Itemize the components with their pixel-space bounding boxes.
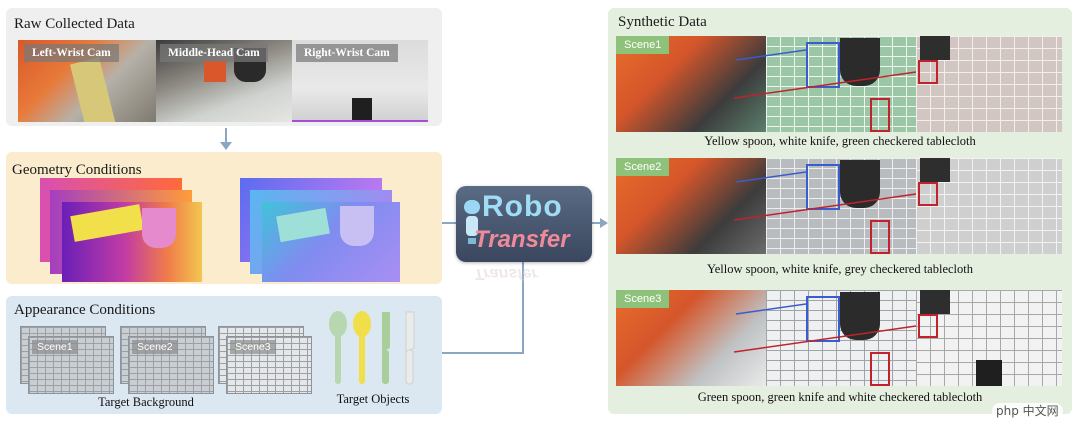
watermark: php 中文网 xyxy=(992,402,1076,420)
scene3-red-arrow xyxy=(733,303,917,353)
arrowhead-down xyxy=(220,142,232,150)
green-knife-icon xyxy=(382,312,390,384)
geometry-panel: Geometry Conditions xyxy=(6,152,442,284)
scene3-red-box xyxy=(870,352,890,386)
arrowhead-right xyxy=(600,218,608,228)
scene2-blue-box xyxy=(806,164,840,210)
scene2-red-box-right xyxy=(918,182,938,206)
scene1-bg-front: Scene1 xyxy=(28,336,114,394)
middle-head-cam-image: Middle-Head Cam xyxy=(156,40,292,122)
scene2-right-view xyxy=(916,158,1062,254)
scene2-object-dark xyxy=(920,158,950,182)
depth-arm-shape xyxy=(70,204,144,242)
watermark-text: php 中文网 xyxy=(992,403,1063,419)
scene2-red-arrow xyxy=(733,171,917,221)
appearance-title: Appearance Conditions xyxy=(14,302,156,318)
robotransfer-logo: Robo Transfer xyxy=(456,186,592,262)
scene1-synthetic-strip: Scene1 xyxy=(616,36,1062,132)
scene3-synthetic-caption: Green spoon, green knife and white check… xyxy=(697,390,983,404)
scene2-tag: Scene2 xyxy=(132,340,178,354)
normal-map-front xyxy=(262,202,400,282)
synthetic-data-panel: Synthetic Data Scene1 Yellow spoon, whit… xyxy=(608,8,1072,414)
raw-data-panel: Raw Collected Data Left-Wrist Cam Middle… xyxy=(6,8,442,126)
normal-can-shape xyxy=(340,206,374,246)
depth-map-front xyxy=(62,202,202,282)
gripper-shape xyxy=(352,98,372,122)
scene2-red-box xyxy=(870,220,890,254)
white-knife-icon xyxy=(405,311,415,385)
logo-transfer-text: Transfer xyxy=(474,226,570,253)
scene1-synthetic-caption: Yellow spoon, white knife, green checker… xyxy=(704,134,976,148)
right-wrist-cam-image: Right-Wrist Cam xyxy=(292,40,428,122)
left-wrist-cam-image: Left-Wrist Cam xyxy=(18,40,156,122)
scene1-right-view xyxy=(916,36,1062,132)
scene2-synthetic-tag: Scene2 xyxy=(616,158,670,176)
robot-mascot-icon xyxy=(462,200,482,244)
scene1-blue-box xyxy=(806,42,840,88)
scene1-tag: Scene1 xyxy=(32,340,78,354)
geometry-title: Geometry Conditions xyxy=(12,162,142,178)
raw-data-title: Raw Collected Data xyxy=(14,16,135,32)
scene2-synthetic-strip: Scene2 xyxy=(616,158,1062,254)
scene1-red-arrow xyxy=(733,49,917,99)
appearance-panel: Appearance Conditions Scene1 Scene2 Scen… xyxy=(6,296,442,414)
right-wrist-cam-label: Right-Wrist Cam xyxy=(296,44,398,62)
scene3-blue-box xyxy=(806,296,840,342)
bottom-edge-line xyxy=(292,120,428,122)
robot-arm-shape xyxy=(69,57,117,122)
scene3-object-dark xyxy=(920,290,950,314)
target-objects-image xyxy=(329,311,415,385)
orange-box-shape xyxy=(204,60,226,82)
scene1-red-box xyxy=(870,98,890,132)
geometry-to-logo-line xyxy=(442,222,462,224)
green-spoon-icon xyxy=(329,311,347,384)
normal-arm-shape xyxy=(276,207,330,243)
scene3-synthetic-strip: Scene3 xyxy=(616,290,1062,386)
logo-to-synthetic-line xyxy=(592,222,602,224)
appearance-to-logo-horizontal xyxy=(442,352,524,354)
target-background-caption: Target Background xyxy=(98,395,194,409)
synthetic-data-title: Synthetic Data xyxy=(618,14,707,30)
scene1-red-box-right xyxy=(918,60,938,84)
scene3-synthetic-tag: Scene3 xyxy=(616,290,670,308)
scene2-synthetic-caption: Yellow spoon, white knife, grey checkere… xyxy=(706,262,973,276)
target-objects-caption: Target Objects xyxy=(336,392,410,406)
scene1-synthetic-tag: Scene1 xyxy=(616,36,670,54)
scene3-gripper xyxy=(976,360,1002,386)
yellow-spoon-icon xyxy=(353,311,371,384)
scene3-red-box-right xyxy=(918,314,938,338)
appearance-to-logo-vertical xyxy=(522,262,524,354)
logo-reflection: Transfer xyxy=(474,265,538,282)
scene1-object-dark xyxy=(920,36,950,60)
middle-head-cam-label: Middle-Head Cam xyxy=(160,44,268,62)
logo-robo-text: Robo xyxy=(482,190,563,223)
depth-can-shape xyxy=(142,208,176,248)
arrow-raw-to-geometry xyxy=(225,128,227,144)
left-wrist-cam-label: Left-Wrist Cam xyxy=(24,44,119,62)
scene2-bg-front: Scene2 xyxy=(128,336,214,394)
scene3-tag: Scene3 xyxy=(230,340,276,354)
scene3-bg-front: Scene3 xyxy=(226,336,312,394)
scene3-right-view xyxy=(916,290,1062,386)
